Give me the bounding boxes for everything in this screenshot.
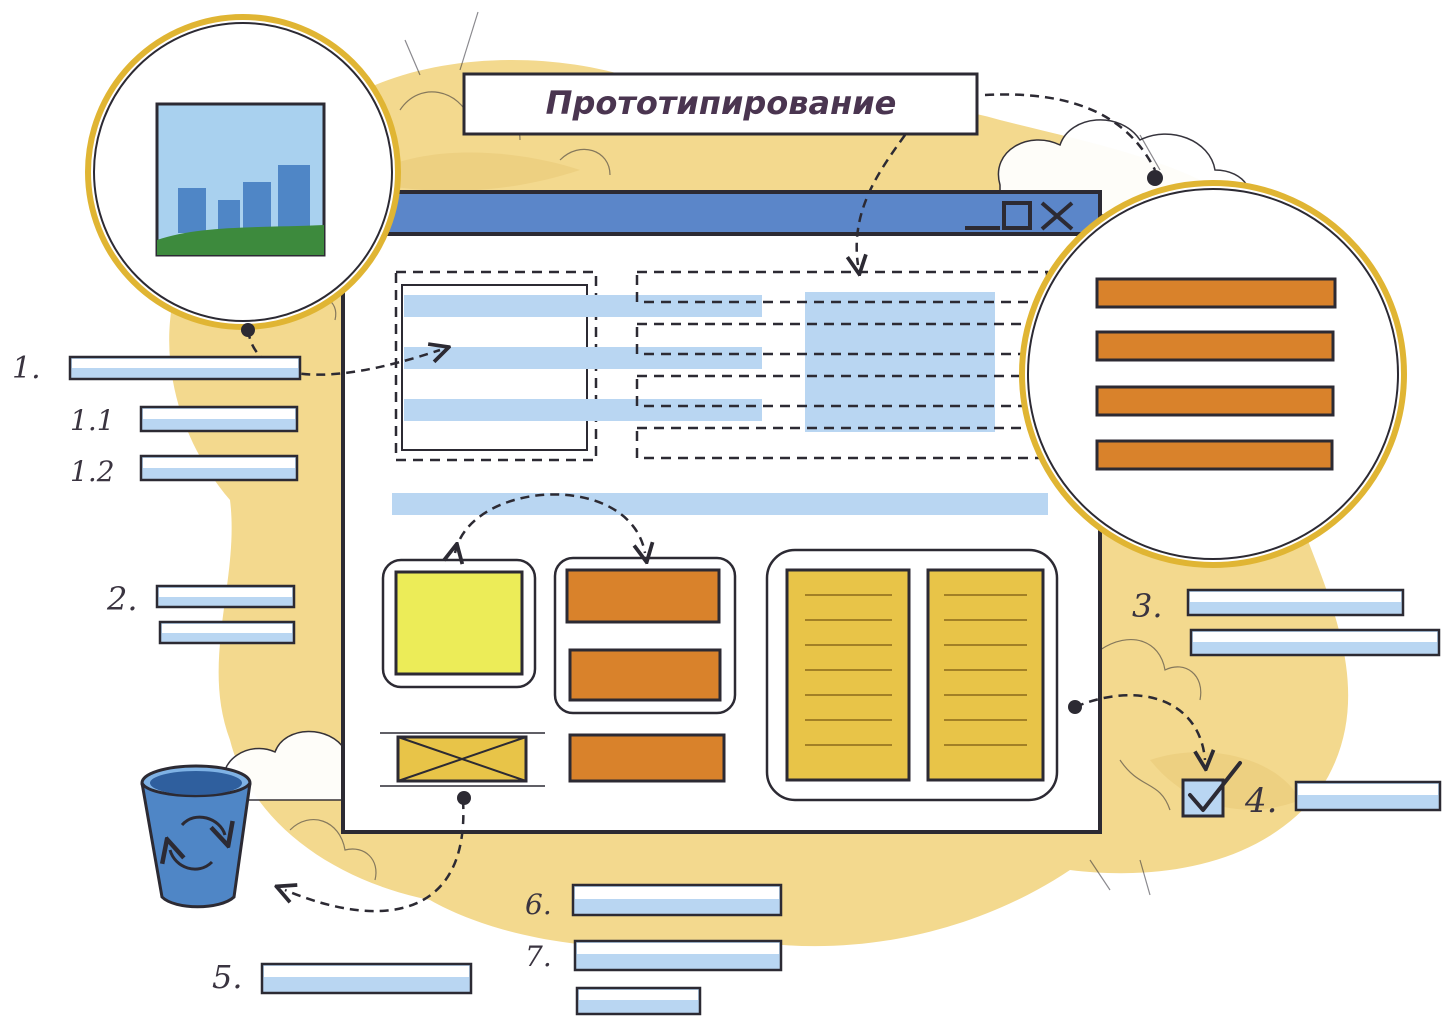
orange-button-1[interactable] <box>565 568 721 624</box>
label-6-text: 6. <box>525 888 552 921</box>
title-to-window-arrow <box>857 134 907 265</box>
image-to-block-arrow <box>246 329 440 376</box>
title-banner: Прототипирование <box>462 72 979 136</box>
title-to-menu-connector <box>984 93 1157 171</box>
label-4-text: 4. <box>1244 781 1277 821</box>
document-panel-right <box>926 568 1045 782</box>
label-1-1: 1.1 <box>70 404 299 437</box>
hamburger-menu-icon <box>1095 277 1337 471</box>
label-5-text: 5. <box>212 958 243 996</box>
document-panel-left <box>785 568 911 782</box>
label-1: 1. <box>12 351 302 386</box>
label-7: 7. <box>525 939 783 1016</box>
orange-button-3[interactable] <box>568 733 726 783</box>
dashed-text-rows <box>635 270 1049 460</box>
landscape-image-icon <box>155 102 326 257</box>
yellow-content-box <box>381 558 537 689</box>
delete-arrow <box>285 799 465 913</box>
page-title: Прототипирование <box>546 84 897 122</box>
maximize-icon[interactable] <box>1002 201 1032 230</box>
connector-dots <box>241 170 1163 805</box>
label-4: 4. <box>1244 780 1442 821</box>
label-6: 6. <box>525 883 783 921</box>
label-2: 2. <box>106 580 296 645</box>
menu-zoom-circle <box>1019 180 1407 568</box>
orange-button-group <box>553 556 737 715</box>
label-2-text: 2. <box>106 580 138 618</box>
orange-button-2[interactable] <box>568 648 722 702</box>
divider-bar <box>392 493 1048 515</box>
label-3: 3. <box>1132 587 1441 657</box>
swap-arrow <box>455 493 645 553</box>
label-3-text: 3. <box>1132 587 1163 625</box>
image-placeholder-block <box>394 270 762 462</box>
label-7-text: 7. <box>525 940 552 973</box>
label-bars: 1. 1.1 1.2 2. 3. 4. <box>12 351 1442 1016</box>
close-icon[interactable] <box>1040 201 1074 231</box>
label-1-2: 1.2 <box>70 454 299 488</box>
image-zoom-circle <box>85 14 401 330</box>
image-x-placeholder <box>380 732 545 787</box>
label-1-1-text: 1.1 <box>70 404 115 437</box>
app-window <box>341 190 1102 834</box>
label-1-text: 1. <box>12 351 41 386</box>
connector-arrows <box>246 93 1205 913</box>
checked-checkbox-icon[interactable] <box>1181 761 1242 818</box>
label-1-2-text: 1.2 <box>70 455 115 488</box>
document-panels <box>765 548 1059 802</box>
recycle-bin-icon[interactable] <box>140 764 252 909</box>
label-5: 5. <box>212 958 473 996</box>
